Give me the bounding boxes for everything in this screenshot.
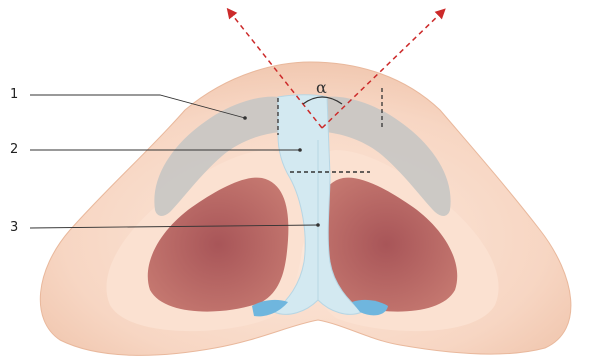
label-2: 2 bbox=[10, 142, 18, 157]
leader-dot-1 bbox=[243, 116, 247, 120]
label-3: 3 bbox=[10, 220, 18, 235]
label-1: 1 bbox=[10, 87, 18, 102]
leader-dot-2 bbox=[298, 148, 302, 152]
leader-dot-3 bbox=[316, 223, 320, 227]
angle-alpha-label: α bbox=[316, 78, 327, 97]
